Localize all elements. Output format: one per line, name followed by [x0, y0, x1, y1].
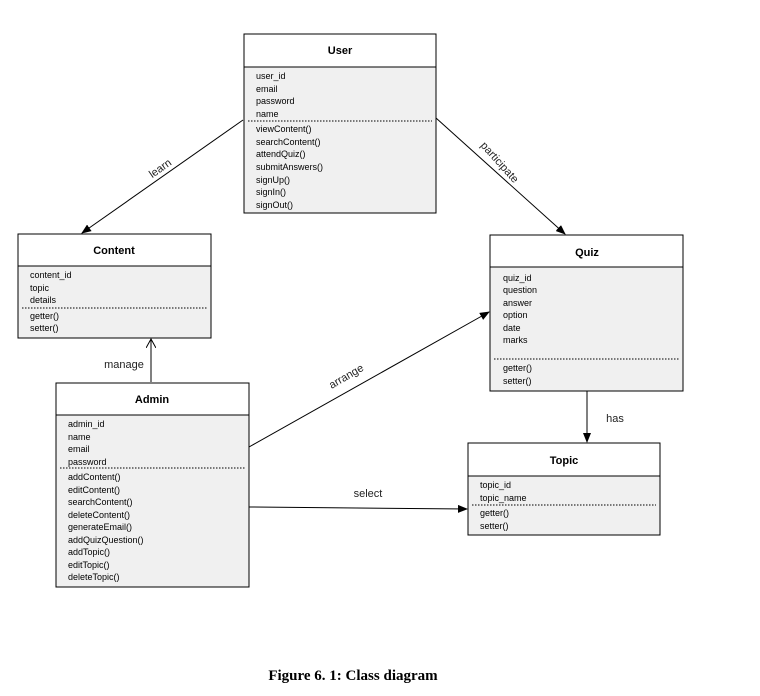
learn-line	[81, 119, 244, 234]
topic-attr-topic-id: topic_id	[480, 480, 511, 490]
select-label: select	[354, 488, 383, 500]
user-attr-user-id: user_id	[256, 71, 286, 81]
user-method-view-content: viewContent()	[256, 124, 312, 134]
arrange-line	[248, 311, 490, 448]
learn-label: learn	[147, 157, 174, 181]
has-label: has	[606, 413, 624, 425]
quiz-attr-answer: answer	[503, 298, 532, 308]
quiz-attr-option: option	[503, 310, 528, 320]
quiz-attr-quiz-id: quiz_id	[503, 273, 532, 283]
user-attr-name: name	[256, 109, 279, 119]
arrange-label: arrange	[327, 362, 366, 391]
quiz-method-setter: setter()	[503, 376, 532, 386]
quiz-attr-marks: marks	[503, 335, 528, 345]
user-attr-password: password	[256, 96, 295, 106]
user-class: User user_id email password name viewCon…	[243, 33, 437, 214]
content-class-name: Content	[93, 245, 135, 257]
admin-method-add-content: addContent()	[68, 472, 121, 482]
admin-method-generate-email: generateEmail()	[68, 522, 132, 532]
quiz-method-getter: getter()	[503, 363, 532, 373]
content-method-setter: setter()	[30, 323, 59, 333]
user-method-attend-quiz: attendQuiz()	[256, 149, 306, 159]
admin-method-add-quiz-question: addQuizQuestion()	[68, 535, 144, 545]
admin-method-delete-content: deleteContent()	[68, 510, 130, 520]
topic-method-getter: getter()	[480, 508, 509, 518]
manage-label: manage	[104, 359, 144, 371]
topic-attr-topic-name: topic_name	[480, 493, 527, 503]
admin-attr-name: name	[68, 432, 91, 442]
figure-caption: Figure 6. 1: Class diagram	[268, 668, 438, 684]
quiz-attr-question: question	[503, 285, 537, 295]
admin-class-name: Admin	[135, 394, 170, 406]
admin-method-add-topic: addTopic()	[68, 547, 110, 557]
user-method-sign-up: signUp()	[256, 175, 290, 185]
content-attr-content-id: content_id	[30, 270, 72, 280]
user-method-submit-answers: submitAnswers()	[256, 162, 323, 172]
admin-method-edit-topic: editTopic()	[68, 560, 110, 570]
select-line	[248, 504, 468, 513]
admin-attr-email: email	[68, 444, 90, 454]
admin-method-search-content: searchContent()	[68, 497, 133, 507]
admin-method-edit-content: editContent()	[68, 485, 120, 495]
admin-attr-admin-id: admin_id	[68, 419, 105, 429]
relationship-lines	[81, 117, 591, 513]
user-method-sign-out: signOut()	[256, 200, 293, 210]
content-attr-topic: topic	[30, 283, 50, 293]
user-class-name: User	[328, 45, 353, 57]
admin-class: Admin admin_id name email password addCo…	[55, 382, 250, 588]
user-attr-email: email	[256, 84, 278, 94]
admin-attr-password: password	[68, 457, 107, 467]
admin-method-delete-topic: deleteTopic()	[68, 572, 120, 582]
user-method-sign-in: signIn()	[256, 187, 286, 197]
participate-label: participate	[478, 140, 521, 186]
content-method-getter: getter()	[30, 311, 59, 321]
quiz-attr-date: date	[503, 323, 521, 333]
content-class: Content content_id topic details getter(…	[17, 233, 212, 339]
topic-class: Topic topic_id topic_name getter() sette…	[467, 442, 661, 536]
topic-method-setter: setter()	[480, 521, 509, 531]
quiz-class: Quiz quiz_id question answer option date…	[489, 234, 684, 392]
topic-class-name: Topic	[550, 455, 579, 467]
content-attr-details: details	[30, 295, 57, 305]
quiz-class-name: Quiz	[575, 247, 599, 259]
user-method-search-content: searchContent()	[256, 137, 321, 147]
participate-line	[435, 117, 566, 235]
